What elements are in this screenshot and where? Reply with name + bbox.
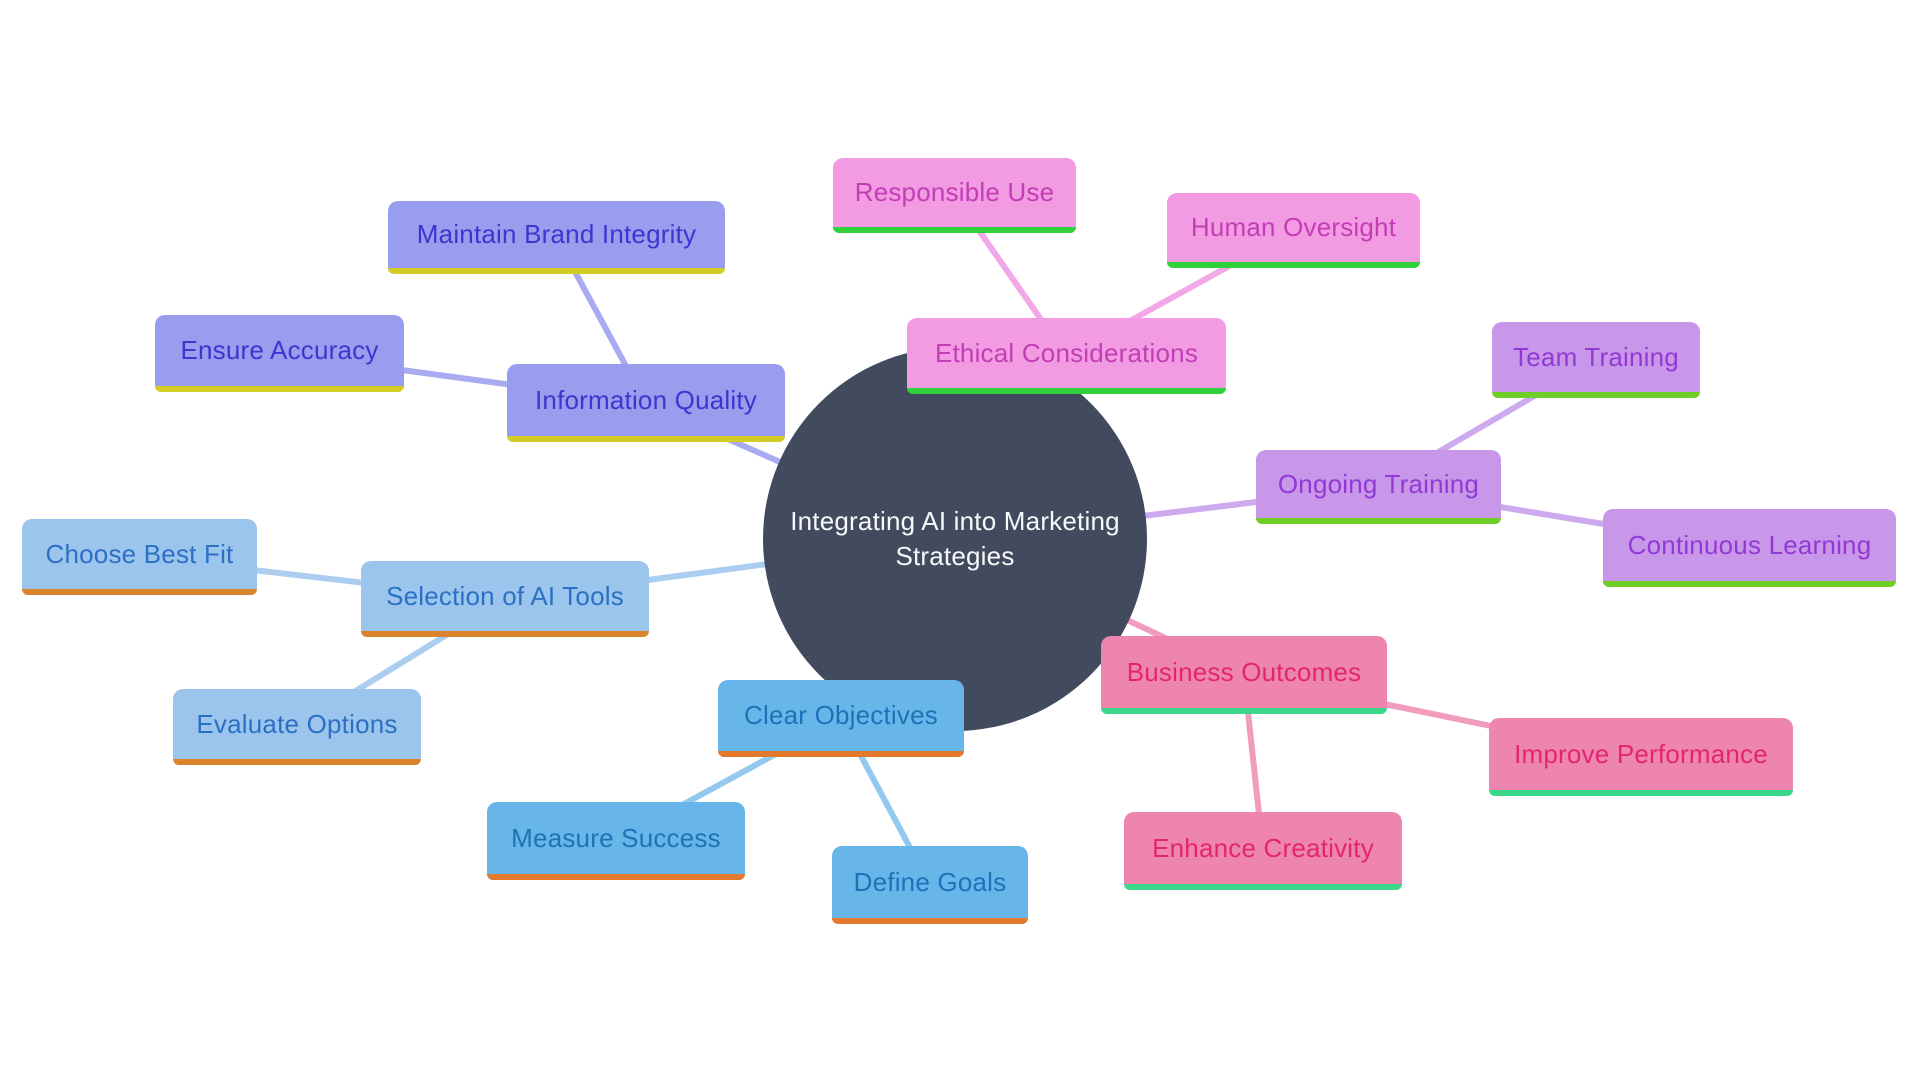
child-node-choose-best-fit: Choose Best Fit bbox=[22, 519, 257, 595]
branch-node-ongoing-training: Ongoing Training bbox=[1256, 450, 1501, 524]
child-node-responsible-use: Responsible Use bbox=[833, 158, 1076, 233]
child-node-continuous-learning: Continuous Learning bbox=[1603, 509, 1896, 587]
child-node-maintain-brand-integrity: Maintain Brand Integrity bbox=[388, 201, 725, 274]
branch-node-business-outcomes: Business Outcomes bbox=[1101, 636, 1387, 714]
child-node-define-goals: Define Goals bbox=[832, 846, 1028, 924]
child-node-team-training: Team Training bbox=[1492, 322, 1700, 398]
branch-node-selection-of-ai-tools: Selection of AI Tools bbox=[361, 561, 649, 637]
child-node-enhance-creativity: Enhance Creativity bbox=[1124, 812, 1402, 890]
branch-node-clear-objectives: Clear Objectives bbox=[718, 680, 964, 757]
central-topic-node: Integrating AI into Marketing Strategies bbox=[763, 347, 1147, 731]
child-node-human-oversight: Human Oversight bbox=[1167, 193, 1420, 268]
central-topic-label: Integrating AI into Marketing Strategies bbox=[790, 505, 1120, 571]
child-node-improve-performance: Improve Performance bbox=[1489, 718, 1793, 796]
branch-node-ethical-considerations: Ethical Considerations bbox=[907, 318, 1226, 394]
branch-node-information-quality: Information Quality bbox=[507, 364, 785, 442]
child-node-measure-success: Measure Success bbox=[487, 802, 745, 880]
child-node-evaluate-options: Evaluate Options bbox=[173, 689, 421, 765]
child-node-ensure-accuracy: Ensure Accuracy bbox=[155, 315, 404, 392]
